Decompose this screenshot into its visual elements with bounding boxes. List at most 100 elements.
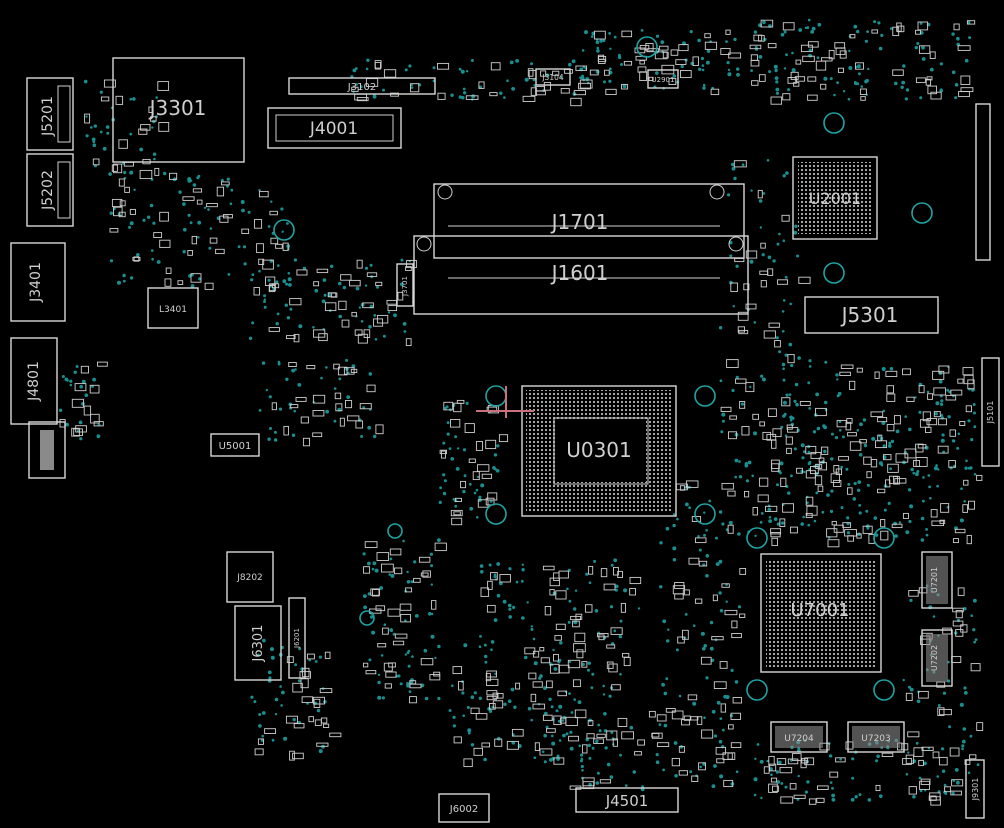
via [725, 600, 728, 603]
via [423, 648, 428, 653]
connector-j3401[interactable]: J3401 [10, 242, 66, 322]
ic-u2901[interactable]: U2901 [647, 69, 679, 89]
via [912, 759, 917, 764]
connector-j9301[interactable]: J9301 [965, 759, 985, 819]
via [128, 225, 132, 229]
smd-pad [917, 444, 927, 449]
via [64, 377, 69, 382]
via [851, 757, 855, 761]
smd-pad [905, 692, 913, 701]
via [483, 757, 487, 762]
via [947, 415, 951, 419]
via [718, 326, 723, 330]
chip-u2001[interactable]: U2001 [792, 156, 878, 240]
via [893, 521, 897, 526]
smd-pad [451, 517, 463, 526]
inductor-l3401[interactable]: L3401 [147, 287, 199, 329]
connector-j4501[interactable]: J4501 [575, 787, 679, 813]
smd-pad [576, 649, 584, 659]
via [209, 227, 213, 230]
smd-pad [453, 736, 462, 744]
via [770, 773, 773, 776]
connector-j4001[interactable]: J4001 [267, 107, 402, 149]
smd-pad [932, 751, 940, 759]
via [507, 699, 512, 703]
via [889, 467, 892, 471]
smd-pad [338, 300, 347, 311]
memory-u7202[interactable]: U7202 [921, 629, 953, 687]
via [788, 342, 793, 347]
smd-pad [464, 423, 475, 433]
connector-j5101[interactable]: J5101 [981, 357, 1000, 467]
smd-pad [917, 21, 929, 31]
connector-j3104[interactable]: J3104 [535, 68, 571, 86]
memory-u7204[interactable]: U7204 [770, 721, 828, 753]
via [192, 183, 197, 187]
dimm-slot-j1701[interactable]: J1701 [433, 183, 745, 259]
via [613, 558, 618, 563]
via [962, 727, 967, 731]
connector-j6301[interactable]: J6301 [234, 605, 282, 681]
connector-j6002[interactable]: J6002 [438, 793, 490, 823]
smd-pad [487, 492, 498, 501]
connector-j8202[interactable]: J8202 [226, 551, 274, 603]
smd-pad [895, 453, 909, 463]
smd-pad [639, 44, 650, 50]
connector-j3701[interactable]: J3701 [396, 263, 414, 307]
connector-j3102[interactable]: J3102 [288, 77, 436, 95]
via [96, 434, 101, 439]
connector-j3301[interactable]: J3301 [112, 57, 245, 163]
connector-j6201[interactable]: J6201 [288, 597, 306, 679]
via [909, 687, 914, 692]
connector-j5201[interactable]: J5201 [26, 77, 74, 151]
via [951, 32, 955, 36]
via [858, 793, 862, 797]
smd-pad [254, 219, 263, 229]
via [609, 775, 614, 779]
cpu-u0301[interactable]: U0301 [521, 385, 677, 517]
via [451, 684, 454, 687]
connector-j5301[interactable]: J5301 [804, 296, 939, 334]
via [368, 658, 372, 662]
smd-pad [109, 228, 119, 233]
smd-pad [940, 503, 950, 513]
via [721, 412, 726, 417]
connector-right-edge[interactable] [975, 103, 991, 261]
via [708, 499, 712, 503]
smd-pad [926, 76, 933, 81]
via [733, 176, 737, 181]
smd-pad [153, 232, 163, 238]
via [887, 501, 891, 505]
via [430, 564, 434, 568]
smd-pad [629, 588, 636, 596]
via [659, 541, 663, 545]
smd-pad [271, 402, 277, 411]
dimm-slot-j1601[interactable]: J1601 [413, 235, 749, 315]
via [545, 73, 550, 78]
smd-pad [555, 590, 567, 600]
memory-u7203[interactable]: U7203 [847, 721, 905, 753]
via [515, 59, 519, 63]
smd-pad [728, 431, 738, 440]
smd-pad [405, 266, 412, 271]
connector-j4801[interactable]: J4801 [10, 337, 58, 425]
via [901, 80, 906, 85]
smd-pad [295, 397, 307, 402]
via [914, 45, 918, 50]
via [858, 511, 862, 515]
via [816, 426, 821, 431]
connector-small-left[interactable] [28, 421, 66, 479]
via [277, 362, 281, 366]
gpu-u7001[interactable]: U7001 [760, 553, 882, 673]
via [466, 706, 470, 709]
connector-j5202[interactable]: J5202 [26, 153, 74, 227]
memory-u7201[interactable]: U7201 [921, 551, 953, 609]
smd-pad [454, 497, 462, 502]
via [790, 363, 794, 368]
ic-u5001[interactable]: U5001 [210, 433, 260, 457]
via [530, 718, 533, 722]
smd-pad [681, 719, 691, 726]
via [263, 300, 266, 303]
via [478, 495, 482, 499]
